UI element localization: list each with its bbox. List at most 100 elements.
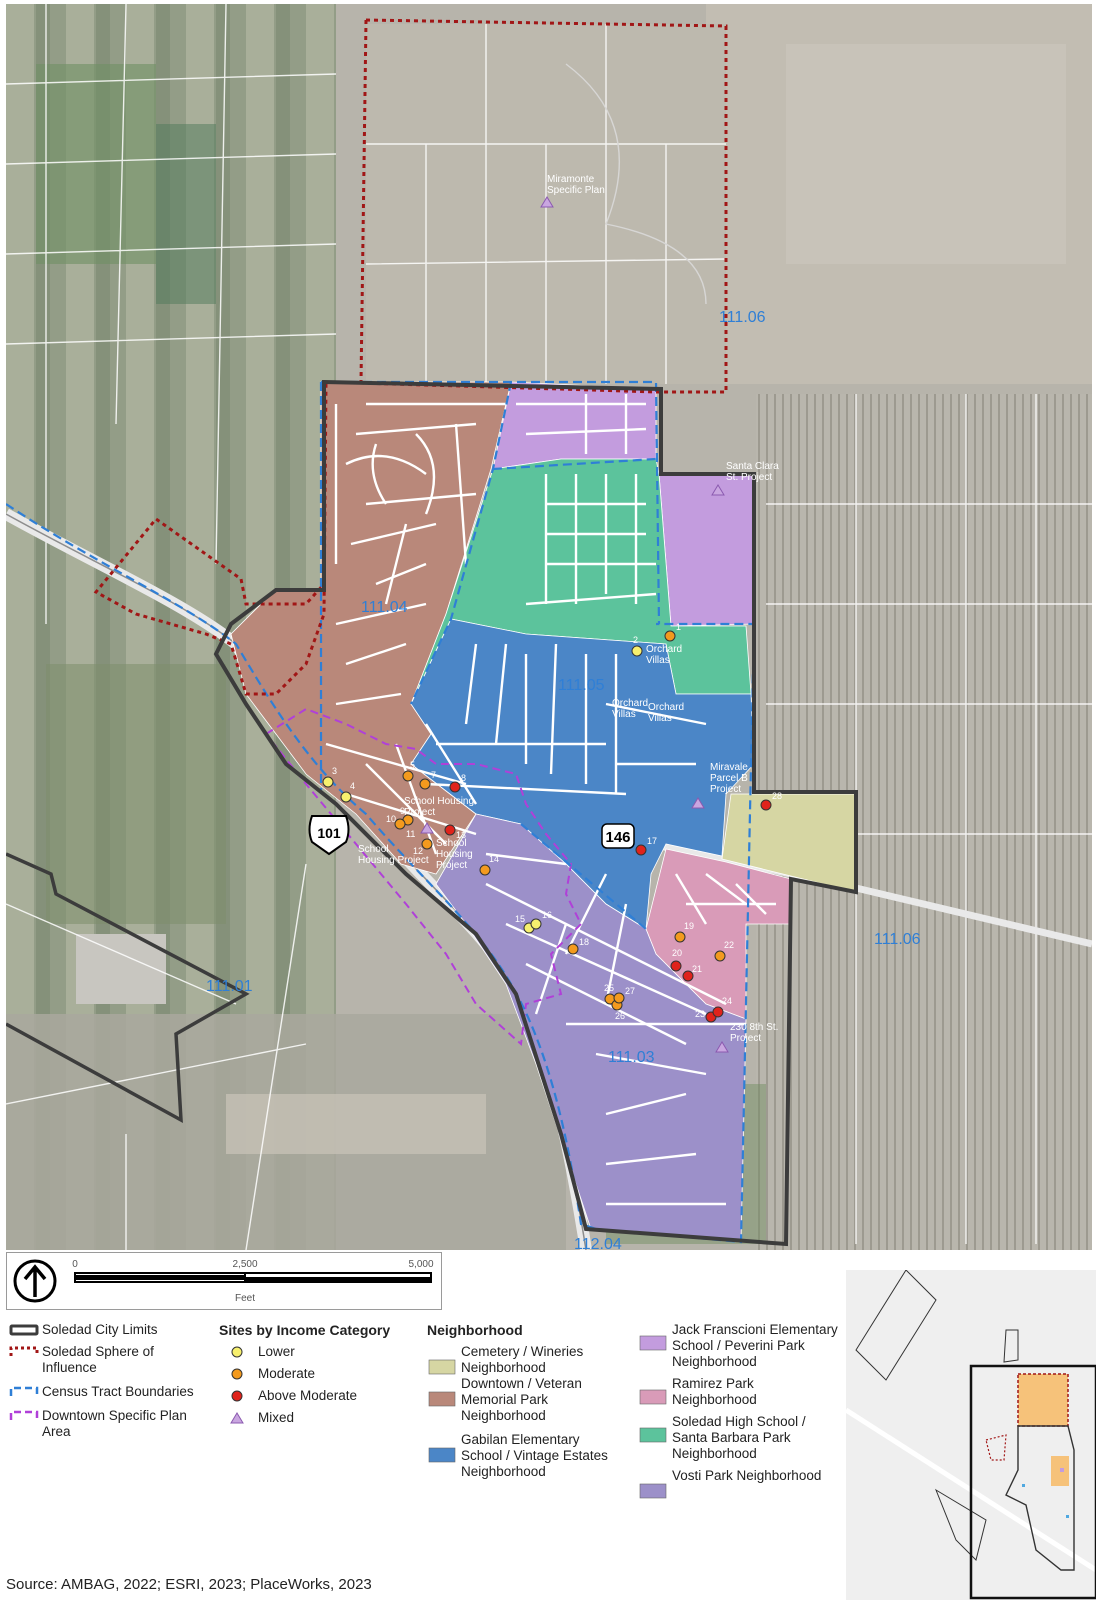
site-marker[interactable] [613,992,625,1004]
site-number-label: 22 [724,940,734,950]
mixed-site-marker[interactable] [715,1041,729,1053]
census-swatch-icon [9,1386,39,1396]
inset-extent-box [969,1364,1096,1600]
site-marker[interactable] [530,918,542,930]
legend-sites-title: Sites by Income Category [219,1322,391,1338]
legend-item-sphere: Soledad Sphere of Influence [8,1344,154,1376]
jack-franscioni-peverini-park-neighborhood-north[interactable] [492,381,657,470]
neighborhood-swatch-icon [428,1447,456,1463]
legend-label: Vosti Park Neighborhood [672,1468,822,1483]
legend-item-site: Moderate [224,1366,315,1382]
site-number-label: 15 [515,914,525,924]
highway-101-shield: 101 [308,815,350,856]
site-marker[interactable] [394,818,406,830]
site-number-label: 2 [633,635,638,645]
legend-label: Downtown / Veteran Memorial Park Neighbo… [461,1376,582,1423]
site-marker[interactable] [479,864,491,876]
mixed-site-marker[interactable] [691,797,705,809]
legend-label: Downtown Specific Plan Area [42,1408,187,1439]
legend-item-city-limits: Soledad City Limits [8,1322,158,1338]
tract-label: 111.05 [558,677,605,694]
scale-bar: 0 2,500 5,000 Feet [13,1259,434,1304]
neighborhood-swatch-icon [639,1427,667,1443]
legend-label: Moderate [258,1366,316,1381]
legend-item-neighborhood: Ramirez Park Neighborhood [638,1376,757,1424]
site-number-label: 13 [456,830,466,840]
site-number-label: 20 [672,948,682,958]
site-marker[interactable] [421,838,433,850]
mixed-site-marker[interactable] [711,484,725,496]
north-arrow-icon [13,1259,57,1303]
site-number-label: 25 [604,983,614,993]
site-marker[interactable] [402,770,414,782]
jack-franscioni-peverini-park-neighborhood-east[interactable] [658,473,755,627]
tract-label: 111.01 [206,978,253,995]
downtown-veteran-memorial-park-neighborhood[interactable] [230,381,512,875]
site-marker[interactable] [635,844,647,856]
legend-label: Cemetery / Wineries Neighborhood [461,1344,584,1375]
site-marker[interactable] [682,970,694,982]
highway-101-label: 101 [317,825,341,841]
site-number-label: 14 [489,854,499,864]
legend-label: Soledad Sphere of Influence [42,1344,154,1375]
site-number-label: 5 [410,760,415,770]
site-number-label: 16 [542,910,552,920]
site-marker[interactable] [419,778,431,790]
city-limits[interactable] [6,379,858,1247]
tract-label: 112.04 [574,1236,622,1250]
legend-item-census: Census Tract Boundaries [8,1384,194,1400]
site-marker[interactable] [664,630,676,642]
site-number-label: 18 [579,937,589,947]
mixed-site-markers [420,196,729,1053]
tract-label: 111.03 [608,1049,655,1066]
site-marker[interactable] [670,960,682,972]
tract-label: 111.06 [719,309,766,326]
site-marker[interactable] [567,943,579,955]
site-number-label: 19 [684,921,694,931]
legend-label: Jack Franscioni Elementary School / Peve… [672,1322,838,1369]
site-dot-icon [231,1368,243,1380]
site-marker[interactable] [340,791,352,803]
tract-label: 111.06 [874,931,921,948]
site-marker[interactable] [449,781,461,793]
neighborhood-swatch-icon [428,1359,456,1375]
map-view[interactable]: 101 146 111.06 111.04 111.05 111.06 111.… [6,4,1092,1250]
mixed-site-marker[interactable] [420,822,434,834]
map-canvas[interactable]: 101 146 111.06 111.04 111.05 111.06 111.… [6,4,1092,1250]
legend-label: Above Moderate [258,1388,358,1403]
site-marker[interactable] [631,645,643,657]
legend-label: Ramirez Park Neighborhood [672,1376,757,1407]
census-tract-boundaries[interactable] [6,380,756,1244]
site-number-label: 11 [406,829,415,839]
site-marker[interactable] [444,824,456,836]
site-marker[interactable] [760,799,772,811]
gabilan-vintage-estates-neighborhood[interactable] [410,618,755,930]
downtown-specific-plan-area[interactable] [264,707,583,1047]
site-number-label: 12 [413,846,423,856]
legend-item-neighborhood: Downtown / Veteran Memorial Park Neighbo… [427,1376,582,1424]
legend-label: Soledad High School / Santa Barbara Park… [672,1414,806,1461]
legend-item-neighborhood: Soledad High School / Santa Barbara Park… [638,1414,806,1462]
site-marker[interactable] [322,776,334,788]
street-network [325,394,776,1206]
neighborhood-swatch-icon [639,1335,667,1351]
site-number-label: 27 [625,986,635,996]
site-marker[interactable] [674,931,686,943]
site-marker[interactable] [712,1006,724,1018]
legend-label: Census Tract Boundaries [42,1384,194,1399]
legend-label: Gabilan Elementary School / Vintage Esta… [461,1432,608,1479]
site-number-label: 4 [350,781,355,791]
site-number-label: 17 [647,836,657,846]
mixed-site-marker[interactable] [540,196,554,208]
site-marker[interactable] [714,950,726,962]
site-number-label: 1 [676,622,681,632]
legend-item-neighborhood: Cemetery / Wineries Neighborhood [427,1344,583,1392]
legend-label: Mixed [258,1410,295,1425]
